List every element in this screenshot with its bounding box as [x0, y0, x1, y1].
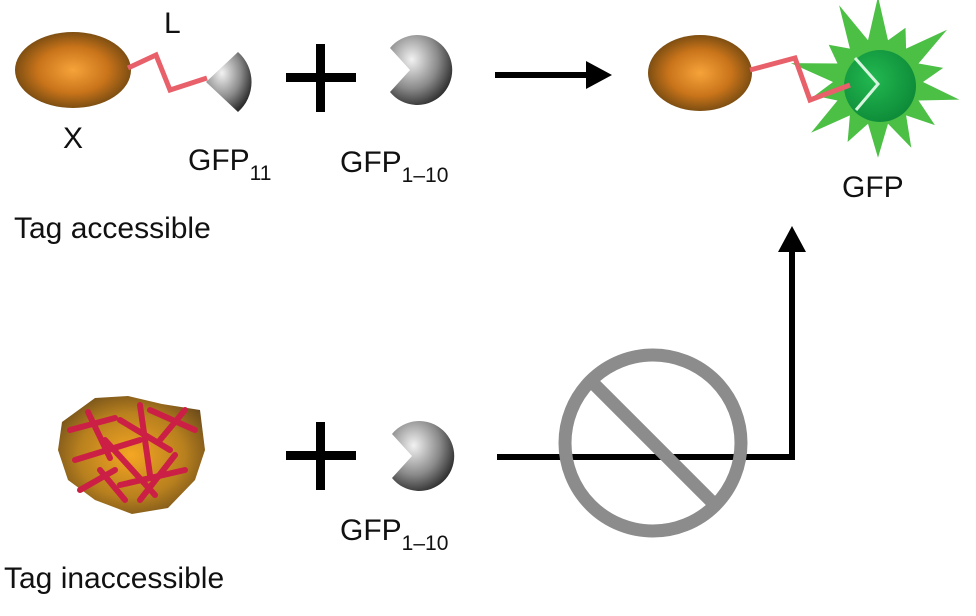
- plus-sign: [286, 44, 356, 112]
- tag-inaccessible-label: Tag inaccessible: [4, 562, 224, 595]
- aggregate-fibers: [67, 402, 198, 503]
- gfp11-label: GFP11: [188, 144, 271, 185]
- tag-inaccessible-row: Tag inaccessible GFP1–10: [4, 226, 806, 595]
- gfp-barrel: [844, 50, 916, 122]
- reaction-arrow: [495, 61, 612, 89]
- tag-accessible-row: L X GFP11 GFP1–10 GFP Tag accessible: [14, 0, 960, 245]
- blocked-path-arrow: [497, 226, 806, 460]
- gfp-product-label: GFP: [842, 171, 904, 204]
- prohibition-icon: [558, 348, 748, 538]
- linker-product: [749, 54, 851, 104]
- gfp1-10-label-bottom: GFP1–10: [340, 514, 448, 555]
- gfp1-10-fragment: [390, 35, 453, 105]
- gfp11-strand: [853, 57, 880, 111]
- protein-label: X: [63, 122, 83, 155]
- protein-x-product: [648, 35, 752, 111]
- plus-sign-bottom: [286, 422, 356, 490]
- linker: [126, 51, 208, 94]
- gfp1-10-fragment-bottom: [392, 420, 455, 491]
- linker-label: L: [164, 7, 181, 40]
- gfp1-10-label: GFP1–10: [340, 146, 448, 187]
- protein-x: [15, 32, 131, 108]
- tag-accessible-label: Tag accessible: [14, 212, 211, 245]
- gfp11-fragment: [206, 52, 252, 112]
